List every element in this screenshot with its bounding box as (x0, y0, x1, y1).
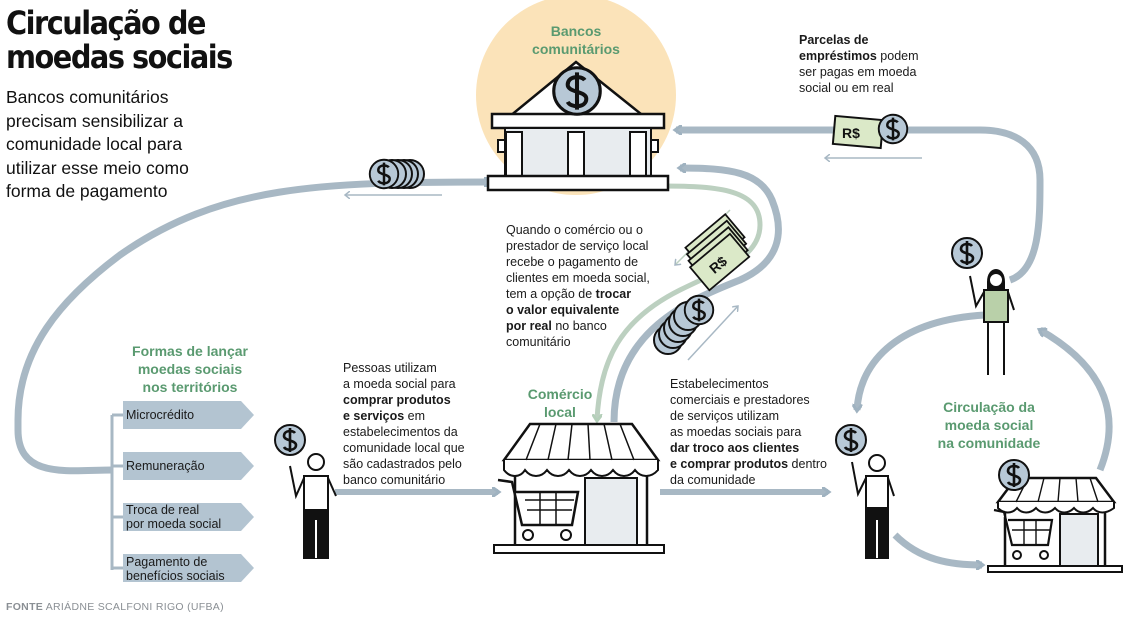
commerce-label: Comércio local (515, 385, 605, 421)
coin-stack-icon (368, 158, 425, 190)
bills-stack-icon: R$ (684, 212, 751, 292)
launch-items (123, 401, 254, 582)
flow-community-arc-3 (1040, 326, 1113, 472)
bank-label-line-1: Bancos (550, 23, 602, 39)
people-note-line-5: estabelecimentos da (343, 425, 458, 439)
buyer-coin-icon (273, 423, 307, 457)
coin-stack-diagonal-icon (653, 294, 715, 355)
person-merchant-icon (851, 454, 895, 559)
store-coin-icon (997, 458, 1031, 492)
real-note-icon: R$ (831, 113, 909, 150)
title-line-2: moedas sociais (6, 38, 233, 76)
thin-arrow-up (687, 306, 738, 361)
people-note-bold-4: e serviços (343, 409, 405, 423)
launch-title-line-3: nos territórios (142, 379, 238, 395)
loan-note: Parcelas de empréstimos podem ser pagas … (799, 32, 969, 96)
establishments-note: Estabelecimentos comerciais e prestadore… (670, 376, 840, 488)
flow-loan-to-bank (676, 130, 1044, 284)
people-note-rest-4: em (404, 409, 426, 423)
establishments-note-line-1: Estabelecimentos (670, 377, 769, 391)
launch-item-3: Troca de real por moeda social (126, 503, 221, 531)
launch-item-1-line-1: Microcrédito (126, 408, 195, 422)
people-note-bold-3: comprar produtos (343, 393, 451, 407)
bank-icon (486, 60, 670, 192)
launch-item-3-line-1: Troca de real (126, 503, 200, 517)
flow-loop-to-bank (14, 182, 490, 475)
pill-troca (123, 503, 254, 531)
launch-item-4-line-2: benefícios sociais (126, 569, 225, 583)
exchange-note-line-8: comunitário (506, 335, 571, 349)
real-note-symbol: R$ (842, 125, 860, 141)
launch-item-3-line-2: por moeda social (126, 517, 222, 531)
launch-item-2: Remuneração (126, 459, 205, 473)
people-note-line-6: comunidade local que (343, 441, 465, 455)
flow-exchange-to-bank (610, 168, 782, 423)
establishments-note-rest-6: dentro da comunidade (670, 457, 827, 487)
bank-label-line-2: comunitários (532, 41, 620, 57)
source-line: FONTE ARIÁDNE SCALFONI RIGO (UFBA) (6, 601, 224, 613)
exchange-note-line-4: clientes em moeda social, (506, 271, 650, 285)
exchange-note-line-2: prestador de serviço local (506, 239, 649, 253)
commerce-label-line-1: Comércio (527, 386, 593, 402)
loan-note-line-3: ser pagas em moeda (799, 65, 917, 79)
store-icon (493, 422, 665, 554)
exchange-note-line-1: Quando o comércio ou o (506, 223, 643, 237)
commerce-label-line-2: local (544, 404, 576, 420)
launch-item-4: Pagamento de benefícios sociais (126, 555, 225, 583)
launch-item-4-line-1: Pagamento de (126, 555, 208, 569)
community-label-line-3: na comunidade (937, 435, 1041, 451)
woman-coin-icon (950, 236, 984, 270)
people-note-line-7: são cadastrados pelo (343, 457, 462, 471)
establishments-note-line-3: de serviços utilizam (670, 409, 780, 423)
people-note: Pessoas utilizam a moeda social para com… (343, 360, 503, 488)
lead-text: Bancos comunitários precisam sensibiliza… (6, 87, 189, 201)
loan-note-line-4: social ou em real (799, 81, 894, 95)
launch-title-line-2: moedas sociais (137, 361, 243, 377)
pill-pagamento (123, 554, 254, 582)
merchant-coin-icon (834, 423, 868, 457)
pill-remuneracao (123, 452, 254, 480)
launch-item-1: Microcrédito (126, 408, 194, 422)
exchange-note-rest-7: no banco (551, 319, 607, 333)
title-line-1: Circulação de (6, 4, 206, 42)
person-woman-icon (969, 269, 1015, 375)
loan-note-rest-2: podem (876, 49, 919, 63)
source-text: ARIÁDNE SCALFONI RIGO (UFBA) (45, 601, 224, 613)
establishments-note-bold-5: dar troco aos clientes (670, 441, 800, 455)
person-buyer-icon (289, 453, 337, 559)
exchange-note-bold-6: o valor equivalente (506, 303, 620, 317)
flow-community-arc-2 (892, 532, 982, 565)
establishments-note-line-2: comerciais e prestadores (670, 393, 810, 407)
small-store-icon (987, 476, 1123, 573)
exchange-note-bold-7: por real (506, 319, 552, 333)
exchange-note-line-5: tem a opção de (506, 287, 596, 301)
launch-connector (110, 413, 125, 570)
exchange-note: Quando o comércio ou o prestador de serv… (506, 222, 676, 350)
source-label: FONTE (6, 601, 44, 613)
loan-note-bold-2: empréstimos (799, 49, 877, 63)
people-note-line-2: a moeda social para (343, 377, 456, 391)
launch-item-2-line-1: Remuneração (126, 459, 205, 473)
pill-microcredito (123, 401, 254, 429)
establishments-note-line-4: as moedas sociais para (670, 425, 802, 439)
community-label: Circulação da moeda social na comunidade (922, 398, 1056, 452)
launch-title-line-1: Formas de lançar (132, 343, 248, 359)
loan-note-bold-1: Parcelas de (799, 33, 869, 47)
people-note-line-1: Pessoas utilizam (343, 361, 437, 375)
flow-community-arc-1 (857, 311, 986, 410)
page-title: Circulação de moedas sociais (6, 4, 233, 76)
community-label-line-2: moeda social (944, 417, 1034, 433)
bank-label: Bancos comunitários (520, 22, 632, 58)
establishments-note-bold-6: e comprar produtos (670, 457, 789, 471)
exchange-note-line-3: recebe o pagamento de (506, 255, 639, 269)
launch-title: Formas de lançar moedas sociais nos terr… (110, 342, 270, 396)
community-label-line-1: Circulação da (943, 399, 1035, 415)
exchange-note-bold-5: trocar (595, 287, 632, 301)
people-note-line-8: banco comunitário (343, 473, 446, 487)
